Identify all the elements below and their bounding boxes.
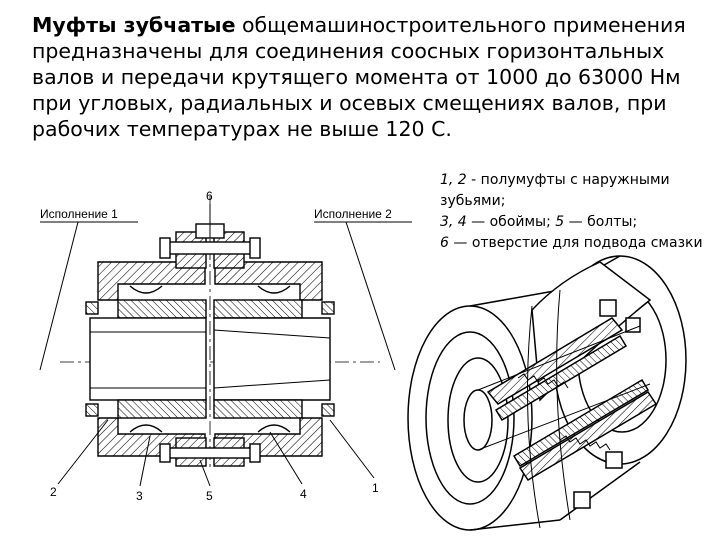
variant-1-label: Исполнение 1 xyxy=(40,207,118,221)
section-drawing: Исполнение 1 Исполнение 2 xyxy=(39,196,412,487)
caption-text-2a: — обоймы; xyxy=(466,214,556,230)
caption-nums-3: 6 xyxy=(440,235,449,251)
caption-text-2b: — болты; xyxy=(564,214,638,230)
caption-text-1: - полумуфты с наружными зубьями; xyxy=(440,172,670,209)
figure-caption: 1, 2 - полумуфты с наружными зубьями; 3,… xyxy=(440,170,710,254)
caption-text-3: — отверстие для подвода смазки xyxy=(448,235,703,251)
intro-text: общемашиностроительного применения предн… xyxy=(32,13,686,141)
caption-nums-2b: 5 xyxy=(555,214,565,230)
intro-title: Муфты зубчатые xyxy=(32,13,236,37)
variant-2-label: Исполнение 2 xyxy=(314,207,392,221)
caption-nums-2a: 3, 4 xyxy=(440,214,467,230)
callout-6: 6 xyxy=(206,189,213,203)
callout-3: 3 xyxy=(136,489,143,503)
callout-1: 1 xyxy=(372,481,379,495)
caption-nums-1: 1, 2 xyxy=(440,172,467,188)
intro-paragraph: Муфты зубчатые общемашиностроительного п… xyxy=(32,12,712,172)
cutaway-drawing xyxy=(407,255,687,531)
callout-5: 5 xyxy=(206,489,213,503)
callout-2: 2 xyxy=(50,485,57,499)
callout-4: 4 xyxy=(300,487,307,501)
